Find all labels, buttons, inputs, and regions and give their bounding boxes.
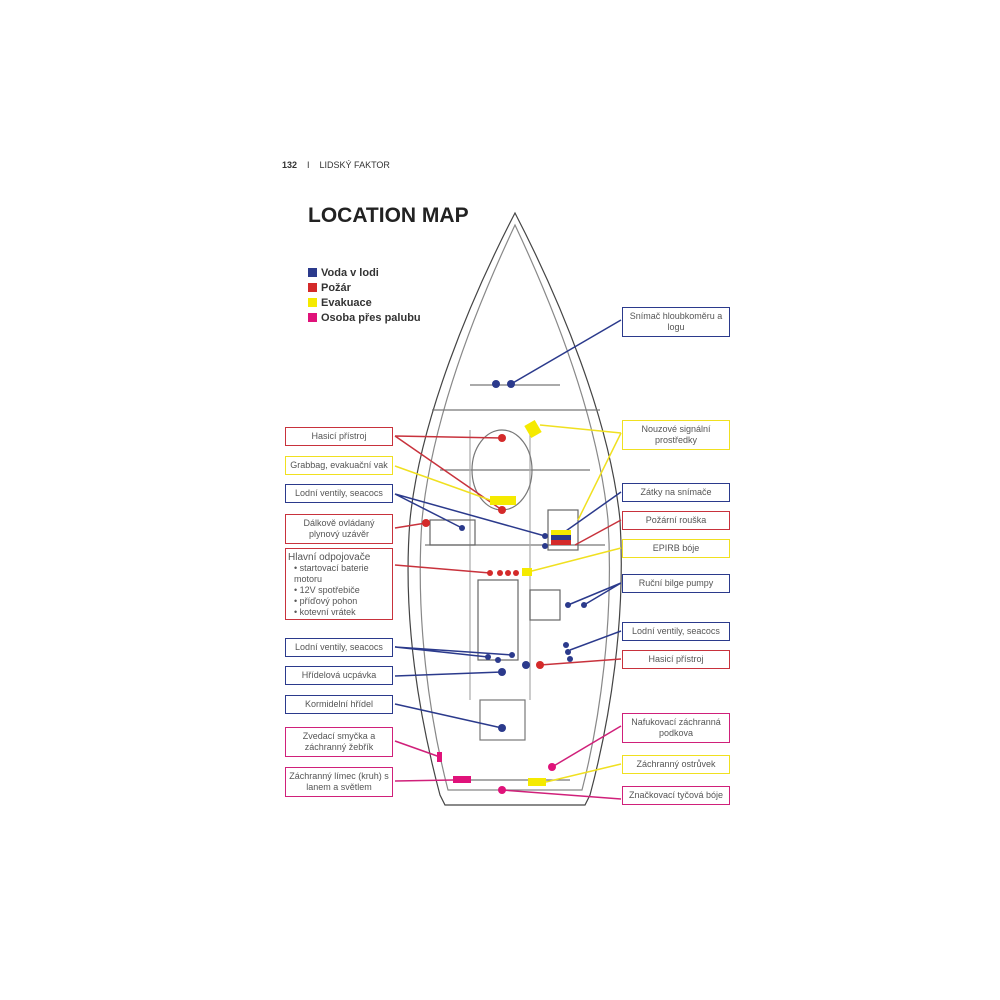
markers <box>422 380 587 794</box>
legend: Voda v lodi Požár Evakuace Osoba přes pa… <box>308 265 421 325</box>
label-shaft-seal: Hřídelová ucpávka <box>285 666 393 685</box>
page-number: 132 <box>282 160 298 170</box>
label-rudder-shaft: Kormidelní hřídel <box>285 695 393 714</box>
label-fire-extinguisher-left: Hasicí přístroj <box>285 427 393 446</box>
label-seacocks-right: Lodní ventily, seacocs <box>622 622 730 641</box>
legend-item-fire: Požár <box>308 280 421 295</box>
label-horseshoe-buoy: Nafukovací záchranná podkova <box>622 713 730 743</box>
page-header: 132 I LIDSKÝ FAKTOR <box>282 160 390 170</box>
label-seacocks-2: Lodní ventily, seacocs <box>285 638 393 657</box>
legend-item-evacuation: Evakuace <box>308 295 421 310</box>
chapter-title: LIDSKÝ FAKTOR <box>319 160 390 170</box>
label-plugs: Zátky na snímače <box>622 483 730 502</box>
label-fire-blanket: Požární rouška <box>622 511 730 530</box>
label-epirb: EPIRB bóje <box>622 539 730 558</box>
legend-item-mob: Osoba přes palubu <box>308 310 421 325</box>
label-seacocks-1: Lodní ventily, seacocs <box>285 484 393 503</box>
label-bilge-pumps: Ruční bilge pumpy <box>622 574 730 593</box>
label-transducer: Snímač hloubkoměru a logu <box>622 307 730 337</box>
label-lifting-sling: Zvedací smyčka a záchranný žebřík <box>285 727 393 757</box>
label-gas-shutoff: Dálkově ovládaný plynový uzávěr <box>285 514 393 544</box>
page-title: LOCATION MAP <box>308 204 469 227</box>
label-grabbag: Grabbag, evakuační vak <box>285 456 393 475</box>
hull-outline <box>407 211 622 806</box>
label-liferaft: Záchranný ostrůvek <box>622 755 730 774</box>
legend-item-water: Voda v lodi <box>308 265 421 280</box>
label-dan-buoy: Značkovací tyčová bóje <box>622 786 730 805</box>
leader-lines <box>394 319 622 800</box>
label-flares: Nouzové signální prostředky <box>622 420 730 450</box>
label-main-switches: Hlavní odpojovačestartovací baterie moto… <box>285 548 393 620</box>
label-fire-extinguisher-right: Hasicí přístroj <box>622 650 730 669</box>
label-lifebuoy: Záchranný límec (kruh) s lanem a světlem <box>285 767 393 797</box>
separator: I <box>307 160 310 170</box>
